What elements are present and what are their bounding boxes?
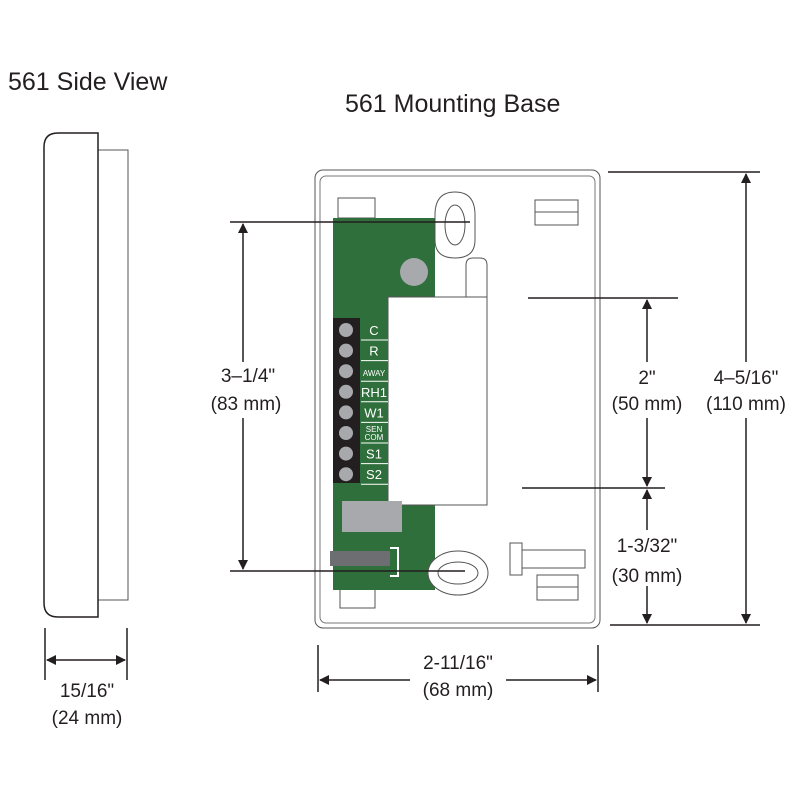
width-metric: (68 mm): [423, 680, 494, 701]
side-view-title: 561 Side View: [8, 68, 168, 96]
side-depth-imperial: 15/16": [60, 681, 114, 702]
terminal-screw-icon: [339, 405, 353, 420]
width-dimension: 2-11/16" (68 mm): [317, 645, 599, 701]
upper-right-metric: (50 mm): [612, 394, 683, 415]
terminal-screw-icon: [339, 323, 353, 337]
component-chip: [342, 501, 402, 532]
terminal-screw-icon: [339, 364, 353, 379]
terminal-screw-icon: [339, 384, 353, 399]
side-depth-dimension: 15/16" (24 mm): [44, 628, 128, 729]
width-imperial: 2-11/16": [423, 653, 493, 674]
total-height-metric: (110 mm): [706, 394, 786, 415]
right-dimensions: 2" (50 mm) 1-3/32" (30 mm) 4–5/16" (110 …: [522, 171, 794, 626]
terminal-label: COM: [365, 433, 384, 442]
mounting-hole-top: [434, 191, 476, 259]
terminal-label: S1: [366, 447, 382, 462]
terminal-label: SEN: [366, 425, 383, 434]
terminal-label: C: [369, 323, 378, 338]
mounting-base-title: 561 Mounting Base: [345, 90, 560, 118]
terminal-screw-icon: [339, 467, 353, 482]
side-view: [43, 132, 129, 618]
terminal-label: S2: [366, 467, 382, 482]
side-depth-metric: (24 mm): [52, 708, 123, 729]
clip: [339, 587, 376, 609]
terminal-screw-icon: [339, 426, 353, 440]
clip: [337, 197, 376, 219]
terminal-label: RH1: [361, 385, 387, 400]
lower-right-imperial: 1-3/32": [617, 536, 678, 557]
terminal-label: R: [369, 344, 378, 359]
total-height-imperial: 4–5/16": [714, 368, 779, 389]
upper-right-imperial: 2": [638, 368, 655, 389]
pin-header: [330, 551, 390, 566]
terminal-span-metric: (83 mm): [211, 394, 282, 415]
component-circle: [400, 258, 428, 286]
lower-right-metric: (30 mm): [612, 566, 683, 587]
terminal-label: AWAY: [363, 369, 386, 378]
terminal-screw-icon: [339, 343, 353, 358]
terminal-label: W1: [364, 405, 384, 420]
mounting-hole-bottom: [427, 550, 489, 596]
terminal-span-imperial: 3–1/4": [221, 366, 275, 387]
terminal-screw-icon: [339, 446, 353, 461]
terminal-span-dimension: 3–1/4" (83 mm): [205, 221, 470, 572]
